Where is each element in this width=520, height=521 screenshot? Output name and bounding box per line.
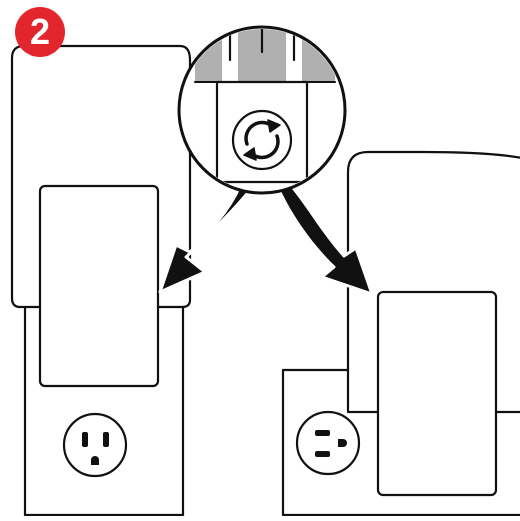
curved-arrow-left-icon: [158, 184, 252, 294]
step-number: 2: [29, 11, 51, 52]
step-badge-circle: [15, 7, 65, 57]
left-device: [10, 44, 192, 517]
left-slider-panel: [38, 184, 160, 388]
right-device: [281, 150, 520, 517]
rotate-arrows-icon: [231, 109, 293, 171]
right-slider-panel: [376, 290, 498, 497]
zoom-detail: [177, 25, 347, 195]
outlet-vertical-icon: [62, 412, 128, 478]
outlet-horizontal-icon: [295, 410, 361, 476]
curved-arrow-right-icon: [276, 182, 374, 296]
step-badge: 2: [15, 7, 65, 57]
